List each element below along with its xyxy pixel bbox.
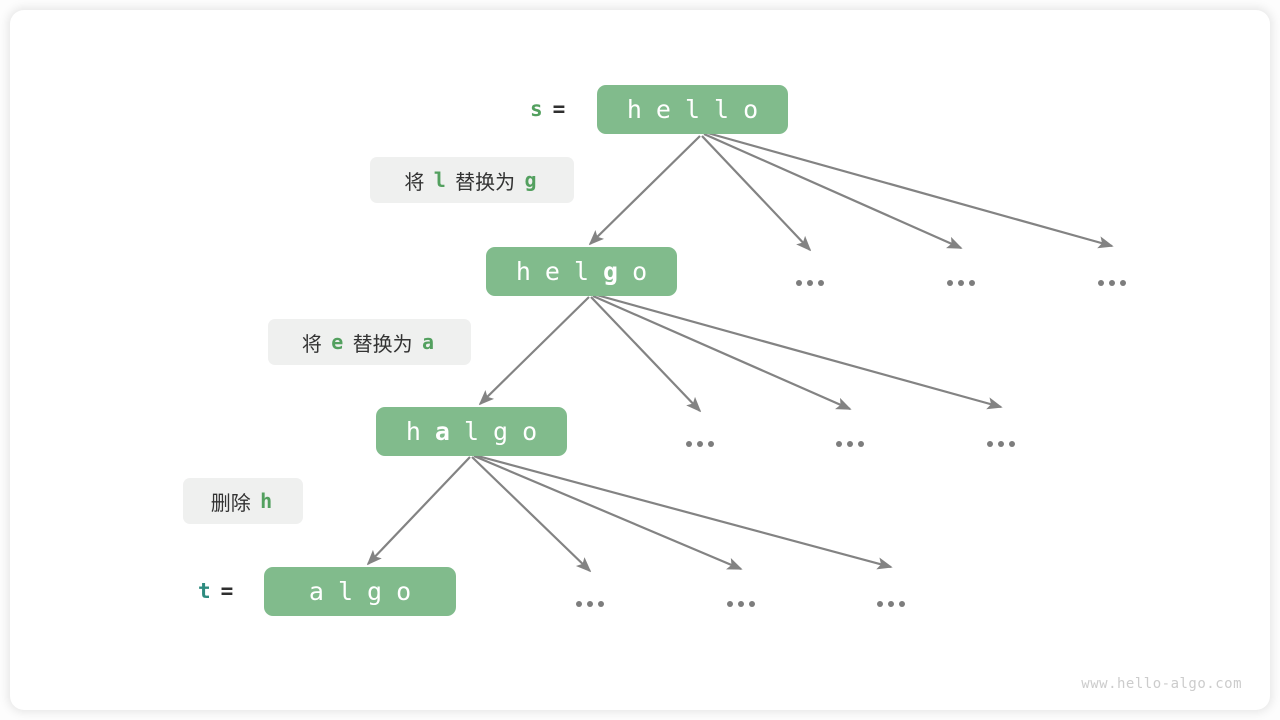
edge-halgo-algo (366, 456, 471, 566)
node-hello-char-0: h (626, 95, 642, 124)
ellipsis-r1-c1-dot-2 (818, 280, 824, 286)
label-t-equals: = (220, 579, 234, 603)
chip-replace-l-g-part-2: 替换为 (455, 169, 516, 194)
ellipsis-r1-c1-dot-0 (796, 280, 802, 286)
chip-delete-h-part-1: h (260, 489, 273, 513)
label-s-name: s (530, 97, 543, 121)
ellipsis-r3-c2-dot-1 (738, 601, 744, 607)
node-helgo-char-4: o (632, 257, 648, 286)
label-t: t= (198, 578, 233, 604)
ellipsis-r1-c3 (1098, 280, 1126, 286)
node-algo-char-1: l (337, 577, 353, 606)
chip-replace-l-g-part-0: 将 (404, 169, 425, 194)
chip-delete-h: 删除 h (183, 478, 303, 524)
chip-replace-e-a-part-3: a (422, 330, 435, 354)
ellipsis-r3-c3-dot-1 (888, 601, 894, 607)
node-hello-char-4: o (743, 95, 759, 124)
ellipsis-r3-c1-dot-0 (576, 601, 582, 607)
label-s: s= (530, 96, 565, 122)
watermark: www.hello-algo.com (1081, 676, 1242, 692)
label-t-name: t (198, 579, 211, 603)
ellipsis-r2-c1 (686, 441, 714, 447)
node-helgo-char-3: g (603, 257, 619, 286)
edge-helgo-dots2 (592, 294, 852, 411)
node-hello-char-3: l (714, 95, 730, 124)
ellipsis-r2-c3-dot-1 (998, 441, 1004, 447)
node-halgo-char-4: o (522, 417, 538, 446)
edge-halgo-dots2 (473, 454, 743, 571)
node-helgo-char-0: h (515, 257, 531, 286)
node-algo-char-2: g (367, 577, 383, 606)
node-algo-char-0: a (308, 577, 324, 606)
edge-hello-dots1 (701, 135, 812, 252)
node-helgo-char-2: l (573, 257, 590, 286)
ellipsis-r3-c3-dot-2 (899, 601, 905, 607)
node-helgo-char-1: e (544, 257, 560, 286)
ellipsis-r1-c3-dot-1 (1109, 280, 1115, 286)
edge-helgo-halgo (478, 296, 590, 406)
ellipsis-r2-c2-dot-0 (836, 441, 842, 447)
edge-helgo-dots3 (592, 292, 1003, 410)
ellipsis-r1-c1 (796, 280, 824, 286)
ellipsis-r2-c2-dot-1 (847, 441, 853, 447)
node-halgo-char-1: a (434, 417, 450, 446)
ellipsis-r3-c1 (576, 601, 604, 607)
ellipsis-r3-c2 (727, 601, 755, 607)
edge-helgo-dots1 (590, 296, 702, 413)
ellipsis-r2-c2 (836, 441, 864, 447)
ellipsis-r1-c1-dot-1 (807, 280, 813, 286)
ellipsis-r3-c1-dot-2 (598, 601, 604, 607)
ellipsis-r1-c2 (947, 280, 975, 286)
ellipsis-r1-c2-dot-2 (969, 280, 975, 286)
node-hello-char-2: l (684, 95, 701, 124)
chip-replace-l-g-part-1: l (433, 168, 446, 192)
ellipsis-r1-c3-dot-2 (1120, 280, 1126, 286)
ellipsis-r2-c2-dot-2 (858, 441, 864, 447)
ellipsis-r2-c3-dot-0 (987, 441, 993, 447)
ellipsis-r3-c3-dot-0 (877, 601, 883, 607)
ellipsis-r2-c3-dot-2 (1009, 441, 1015, 447)
edge-hello-helgo (588, 135, 701, 246)
edge-halgo-dots1 (471, 456, 592, 573)
ellipsis-r3-c1-dot-1 (587, 601, 593, 607)
chip-replace-e-a-part-0: 将 (301, 331, 322, 356)
chip-replace-l-g-part-3: g (524, 168, 537, 192)
node-algo-char-3: o (396, 577, 412, 606)
node-halgo-char-3: g (493, 417, 509, 446)
ellipsis-r2-c1-dot-1 (697, 441, 703, 447)
ellipsis-r1-c2-dot-0 (947, 280, 953, 286)
node-halgo-char-0: h (405, 417, 421, 446)
ellipsis-r2-c1-dot-0 (686, 441, 692, 447)
edge-hello-dots2 (703, 132, 963, 250)
node-hello-char-1: e (655, 95, 671, 124)
label-s-equals: = (552, 97, 566, 121)
chip-replace-e-a-part-1: e (331, 330, 344, 354)
ellipsis-r1-c3-dot-0 (1098, 280, 1104, 286)
ellipsis-r3-c2-dot-0 (727, 601, 733, 607)
edge-hello-dots3 (703, 130, 1114, 249)
ellipsis-r1-c2-dot-1 (958, 280, 964, 286)
chip-replace-e-a: 将 e 替换为 a (268, 319, 471, 365)
chip-replace-e-a-part-2: 替换为 (352, 331, 413, 356)
chip-replace-l-g: 将 l 替换为 g (370, 157, 574, 203)
ellipsis-r3-c3 (877, 601, 905, 607)
edge-halgo-dots3 (473, 453, 893, 570)
chip-delete-h-part-0: 删除 (210, 490, 251, 515)
ellipsis-r3-c2-dot-2 (749, 601, 755, 607)
node-halgo-char-2: l (463, 417, 480, 446)
ellipsis-r2-c1-dot-2 (708, 441, 714, 447)
ellipsis-r2-c3 (987, 441, 1015, 447)
